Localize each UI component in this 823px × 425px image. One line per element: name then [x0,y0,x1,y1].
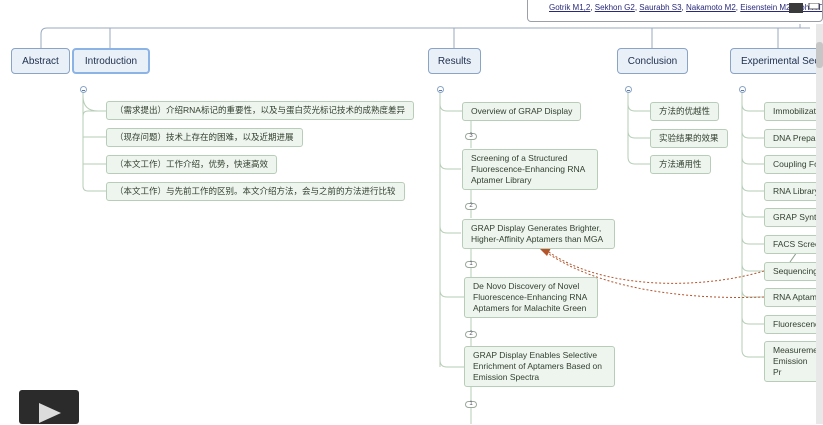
branch-results-label: Results [437,55,472,67]
experimental-topic-grap-synthesis[interactable]: GRAP Synthe [764,208,823,227]
intro-topic-3[interactable]: （本文工作）工作介绍，优势，快速高效 [106,155,278,174]
results-topic-3[interactable]: GRAP Display Generates Brighter, Higher-… [462,219,615,249]
intro-topic-4-text: （本文工作）与先前工作的区别。本文介绍方法，会与之前的方法进行比较 [115,186,396,196]
play-icon [39,403,61,423]
branch-experimental-section[interactable]: Experimental Sec [730,48,823,74]
vertical-scrollbar-thumb[interactable] [816,42,823,68]
corner-icon [789,0,823,13]
experimental-topic-rna-library[interactable]: RNA Library [764,182,823,201]
conclusion-topic-1[interactable]: 方法的优越性 [650,102,720,121]
experimental-topic-immobilization[interactable]: Immobilizati [764,102,823,121]
experimental-topic-sequencing[interactable]: Sequencing [764,262,823,281]
experimental-topic-facs-screening[interactable]: FACS Screen [764,235,823,254]
intro-topic-2[interactable]: （现存问题）技术上存在的困难，以及近期进展 [106,128,303,147]
intro-topic-3-text: （本文工作）工作介绍，优势，快速高效 [115,159,269,169]
results-topic-1-text: Overview of GRAP Display [471,106,573,116]
branch-abstract-label: Abstract [22,55,59,67]
results-topic-3-count-badge[interactable]: 1 [465,261,477,268]
results-topic-3-text: GRAP Display Generates Brighter, Higher-… [471,223,604,244]
experimental-topic-rna-aptamer[interactable]: RNA Aptam [764,288,823,307]
conclusion-topic-3-text: 方法通用性 [659,159,702,169]
results-topic-5-text: GRAP Display Enables Selective Enrichmen… [473,350,602,382]
conclusion-topic-3[interactable]: 方法通用性 [650,155,711,174]
results-topic-2-count-badge[interactable]: 2 [465,203,477,210]
results-topic-4[interactable]: De Novo Discovery of Novel Fluorescence-… [464,277,598,318]
experimental-topic-measurement[interactable]: Measureme Emission Pr [764,341,823,382]
results-topic-4-text: De Novo Discovery of Novel Fluorescence-… [473,281,587,313]
branch-introduction[interactable]: Introduction [72,48,150,74]
results-topic-2-text: Screening of a Structured Fluorescence-E… [471,153,585,185]
experimental-topic-fluorescence[interactable]: Fluorescenc [764,315,823,334]
branch-experimental-label: Experimental Sec [741,55,820,67]
author-2[interactable]: Sekhon G2 [594,3,635,12]
branch-abstract[interactable]: Abstract [11,48,70,74]
author-list: Gotrik M1,2, Sekhon G2, Saurabh S3, Naka… [549,3,822,12]
author-3[interactable]: Saurabh S3 [639,3,682,12]
results-topic-5[interactable]: GRAP Display Enables Selective Enrichmen… [464,346,615,387]
results-topic-2[interactable]: Screening of a Structured Fluorescence-E… [462,149,598,190]
vertical-scrollbar[interactable] [816,24,823,424]
results-topic-5-count-badge[interactable]: 1 [465,401,477,408]
experimental-topic-coupling[interactable]: Coupling Fo [764,155,823,174]
intro-topic-4[interactable]: （本文工作）与先前工作的区别。本文介绍方法，会与之前的方法进行比较 [106,182,405,201]
collapse-experimental-toggle[interactable] [739,86,746,93]
branch-conclusion-label: Conclusion [627,55,678,67]
conclusion-topic-2[interactable]: 实验结果的效果 [650,129,728,148]
conclusion-topic-2-text: 实验结果的效果 [659,133,719,143]
play-button[interactable] [19,390,79,424]
experimental-topic-dna-preparation[interactable]: DNA Prepara [764,129,823,148]
intro-topic-2-text: （现存问题）技术上存在的困难，以及近期进展 [115,132,294,142]
collapse-results-toggle[interactable] [437,86,444,93]
author-5[interactable]: Eisenstein M2 [740,3,791,12]
results-topic-1-count-badge[interactable]: 3 [465,133,477,140]
results-topic-1[interactable]: Overview of GRAP Display [462,102,582,121]
branch-conclusion[interactable]: Conclusion [617,48,688,74]
intro-topic-1[interactable]: （需求提出）介绍RNA标记的重要性，以及与蛋白荧光标记技术的成熟度差异 [106,101,414,120]
conclusion-topic-1-text: 方法的优越性 [659,106,711,116]
author-4[interactable]: Nakamoto M2 [686,3,736,12]
branch-introduction-label: Introduction [84,55,138,67]
intro-topic-1-text: （需求提出）介绍RNA标记的重要性，以及与蛋白荧光标记技术的成熟度差异 [115,105,405,115]
collapse-conclusion-toggle[interactable] [625,86,632,93]
results-topic-4-count-badge[interactable]: 2 [465,331,477,338]
author-1[interactable]: Gotrik M1,2 [549,3,591,12]
branch-results[interactable]: Results [428,48,481,74]
collapse-introduction-toggle[interactable] [80,86,87,93]
